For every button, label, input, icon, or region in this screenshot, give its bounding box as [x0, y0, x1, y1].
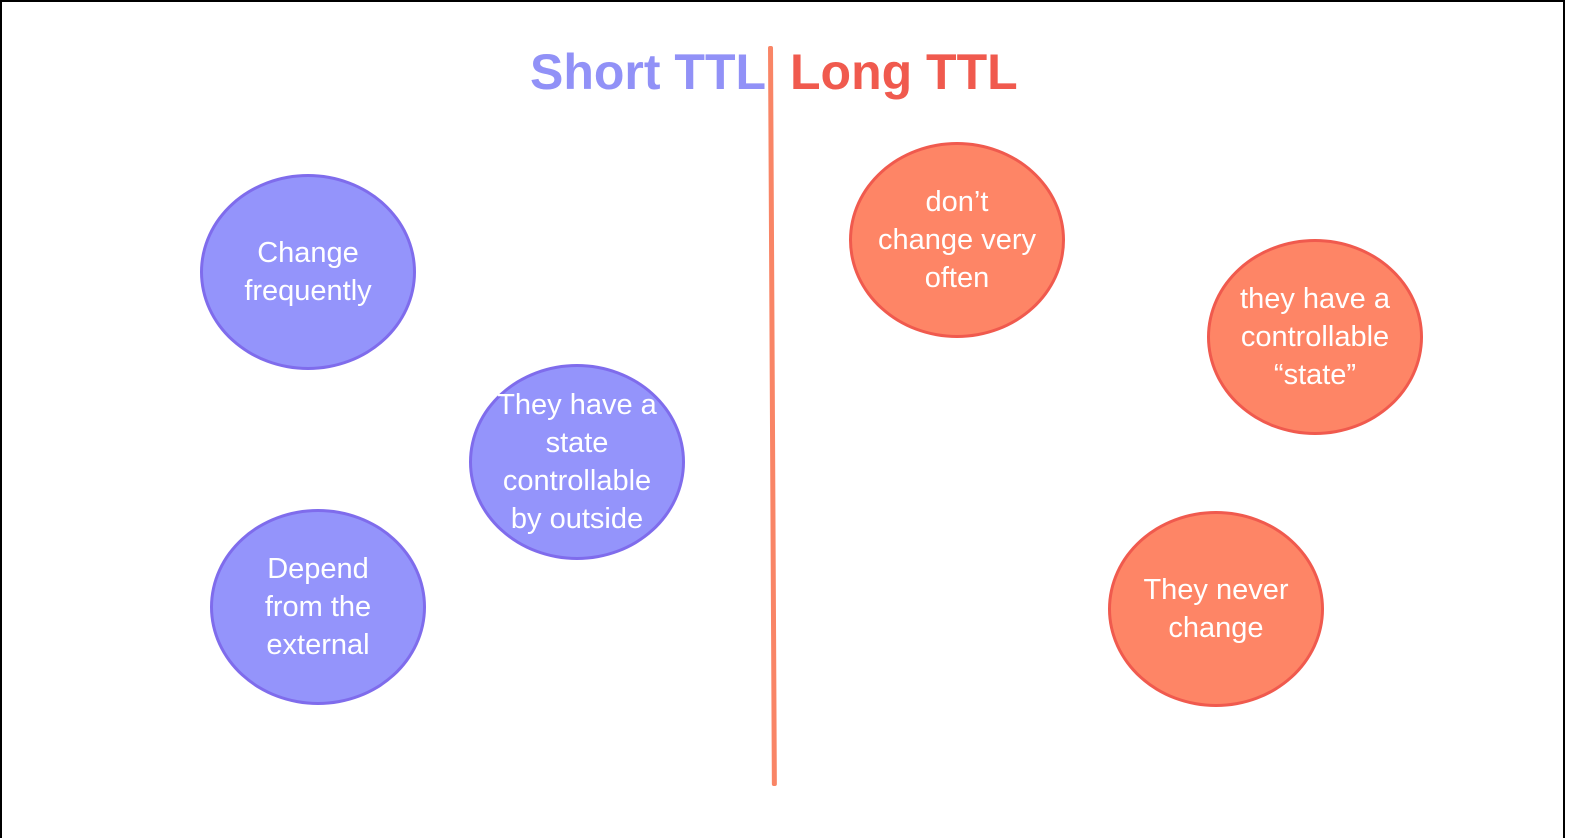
short-ttl-bubble-change-frequently: Change frequently — [200, 174, 416, 370]
long-ttl-bubble-controllable-state: they have a controllable “state” — [1207, 239, 1423, 435]
bubble-label: they have a controllable “state” — [1240, 283, 1390, 391]
bubble-label: Change frequently — [244, 237, 372, 307]
bubble-label: They have a state controllable by outsid… — [497, 389, 657, 535]
short-ttl-bubble-state-controllable: They have a state controllable by outsid… — [469, 364, 685, 560]
long-ttl-heading: Long TTL — [790, 44, 1018, 100]
short-ttl-heading: Short TTL — [530, 44, 767, 100]
bubble-label: They never change — [1143, 574, 1289, 644]
long-ttl-bubble-dont-change-often: don’t change very often — [849, 142, 1065, 338]
short-ttl-bubble-depend-external: Depend from the external — [210, 509, 426, 705]
long-ttl-bubble-never-change: They never change — [1108, 511, 1324, 707]
column-divider — [768, 45, 777, 787]
bubble-label: don’t change very often — [878, 186, 1036, 294]
bubble-label: Depend from the external — [264, 553, 372, 661]
